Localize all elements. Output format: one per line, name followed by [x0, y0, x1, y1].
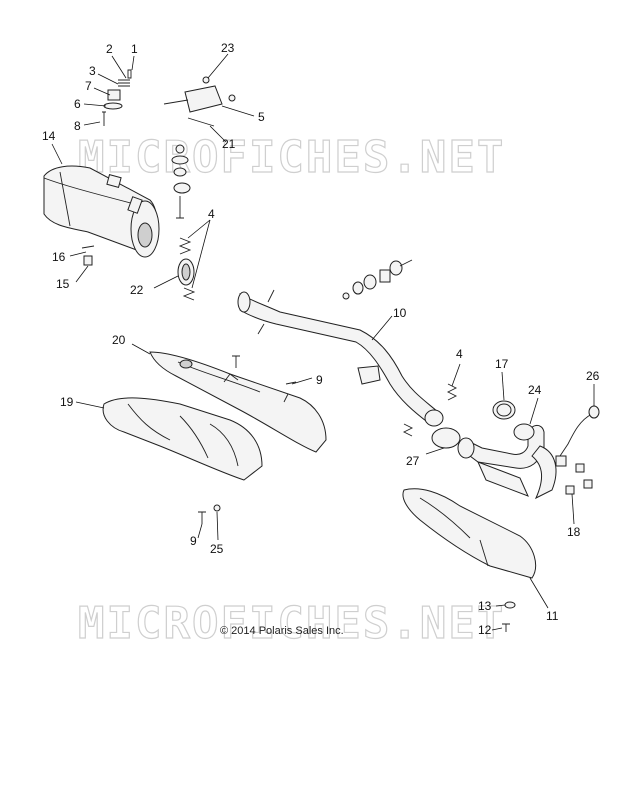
callout-13: 13 — [478, 599, 492, 613]
watermark-top: MICROFICHES.NET — [78, 132, 505, 183]
callout-23: 23 — [221, 41, 235, 55]
callout-1: 1 — [131, 42, 138, 56]
callout-9-lower: 9 — [190, 534, 197, 548]
callout-22: 22 — [130, 283, 144, 297]
callout-14: 14 — [42, 129, 56, 143]
callout-8: 8 — [74, 119, 81, 133]
callout-24: 24 — [528, 383, 542, 397]
callout-labels: 1 2 3 7 6 8 23 5 21 14 4 16 15 22 10 20 … — [42, 41, 600, 637]
shield-bolts — [198, 355, 297, 524]
spring-upper — [178, 237, 196, 301]
callout-27: 27 — [406, 454, 420, 468]
leader-lines — [51, 53, 595, 631]
callout-25: 25 — [210, 542, 224, 556]
head-pipe — [237, 289, 444, 427]
callout-11: 11 — [546, 609, 559, 623]
bracket-bolts — [565, 463, 593, 495]
callout-3: 3 — [89, 64, 96, 78]
copyright-notice: © 2014 Polaris Sales Inc. — [220, 625, 344, 637]
callout-12: 12 — [478, 623, 492, 637]
muffler-part — [43, 165, 160, 258]
callout-19: 19 — [60, 395, 74, 409]
catalytic-pipe — [457, 423, 557, 500]
pipe-hardware — [342, 259, 413, 300]
small-fittings — [81, 245, 95, 266]
callout-16: 16 — [52, 250, 66, 264]
callout-2: 2 — [106, 42, 113, 56]
callout-6: 6 — [74, 97, 81, 111]
callout-21: 21 — [222, 137, 236, 151]
callout-7: 7 — [85, 79, 92, 93]
mount-bracket — [163, 76, 236, 127]
callout-18: 18 — [567, 525, 581, 539]
shield-fasteners — [502, 601, 516, 632]
callout-4-lower: 4 — [456, 347, 463, 361]
spring-mount-hardware — [102, 69, 132, 126]
callout-20: 20 — [112, 333, 126, 347]
callout-4-upper: 4 — [208, 207, 215, 221]
callout-5: 5 — [258, 110, 265, 124]
heat-shield-lower — [102, 397, 263, 481]
callout-9-upper: 9 — [316, 373, 323, 387]
o2-sensor — [555, 405, 600, 467]
gasket-ring — [177, 258, 195, 286]
watermark-bottom: MICROFICHES.NET — [78, 598, 505, 649]
callout-15: 15 — [56, 277, 70, 291]
callout-10: 10 — [393, 306, 407, 320]
callout-17: 17 — [495, 357, 509, 371]
callout-26: 26 — [586, 369, 600, 383]
heat-shield-exhaust — [402, 488, 536, 579]
lower-clamp-and-gaskets — [402, 383, 516, 449]
isolator-stack — [171, 144, 191, 219]
heat-shield-upper — [149, 351, 327, 453]
